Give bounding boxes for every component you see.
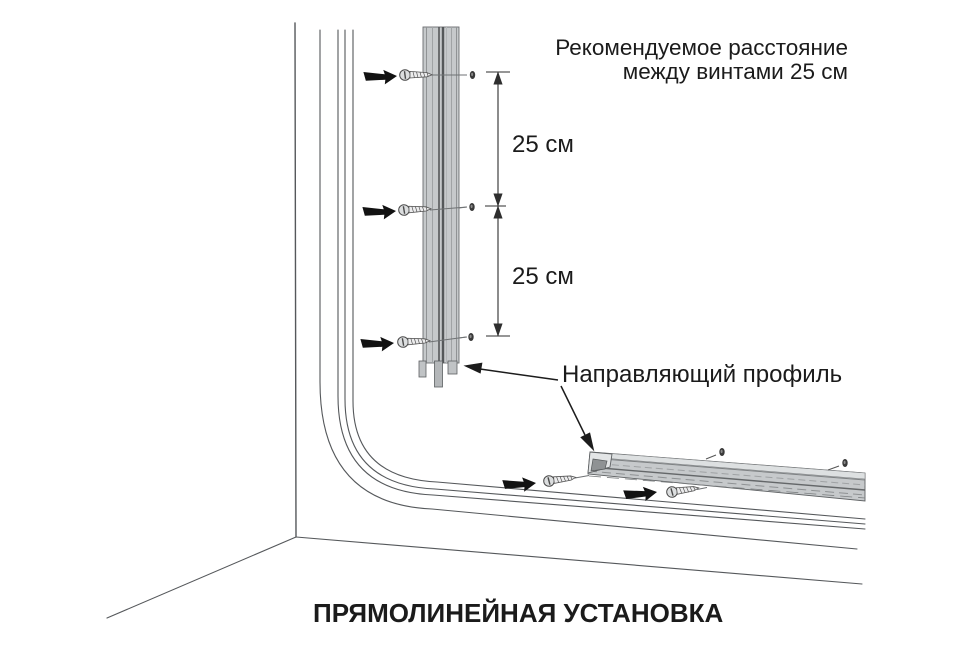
screw-holes-vertical — [468, 71, 476, 341]
corner-curve-mid1 — [337, 29, 866, 530]
screw-hole-icon — [469, 203, 475, 211]
corner-curve-outer — [319, 29, 858, 550]
screw-axis-lines — [428, 74, 468, 343]
screw-hole-icon — [469, 71, 476, 79]
mount-direction-arrow-icon — [623, 484, 659, 505]
dim-arrow-down-mid — [493, 193, 503, 207]
horizontal-profile-screws — [502, 471, 708, 505]
horizontal-guide-profile — [502, 448, 866, 505]
dimension-label-top: 25 см — [512, 131, 574, 158]
spacing-note-line1: Рекомендуемое расстояние — [555, 35, 848, 60]
screw-icon — [542, 471, 578, 488]
dimension-line — [485, 71, 510, 337]
guide-profile-label: Направляющий профиль — [562, 361, 843, 388]
leader-arrowhead-icon — [580, 432, 595, 452]
profile-ridges — [426, 27, 457, 363]
corner-curve-mid2 — [344, 29, 866, 525]
dim-arrow-up-mid — [493, 205, 503, 219]
screw-hole-icon — [842, 459, 848, 467]
spacing-note: Рекомендуемое расстояние между винтами 2… — [555, 36, 848, 84]
dim-arrow-down-bottom — [493, 323, 503, 337]
mount-direction-arrow-icon — [362, 203, 397, 222]
dimension-label-bottom: 25 см — [512, 263, 574, 290]
label-leader-arrows — [463, 362, 595, 452]
screw-icon — [665, 482, 701, 499]
horizontal-profile-ridges — [587, 457, 866, 499]
mount-direction-arrow-icon — [360, 335, 395, 354]
wall-corner-lines — [106, 22, 866, 619]
screw-holes-horizontal — [705, 448, 848, 471]
leader-arrowhead-icon — [463, 362, 483, 374]
floor-left-line — [106, 536, 297, 619]
spacing-note-line2: между винтами 25 см — [622, 59, 848, 84]
dim-arrow-up-top — [493, 71, 503, 85]
mount-direction-arrow-icon — [502, 475, 537, 495]
screw-hole-icon — [719, 448, 725, 456]
diagram-caption: ПРЯМОЛИНЕЙНАЯ УСТАНОВКА — [313, 598, 724, 628]
floor-right-line — [295, 536, 863, 585]
screw-hole-icon — [468, 333, 474, 341]
vertical-guide-profile — [418, 26, 460, 388]
vertical-profile-screws — [360, 68, 433, 354]
mount-direction-arrow-icon — [363, 68, 398, 87]
horizontal-profile-end — [587, 451, 613, 474]
wall-edge-line — [294, 22, 297, 538]
corner-curve-inner — [352, 29, 866, 520]
profile-bottom-end — [418, 360, 458, 388]
